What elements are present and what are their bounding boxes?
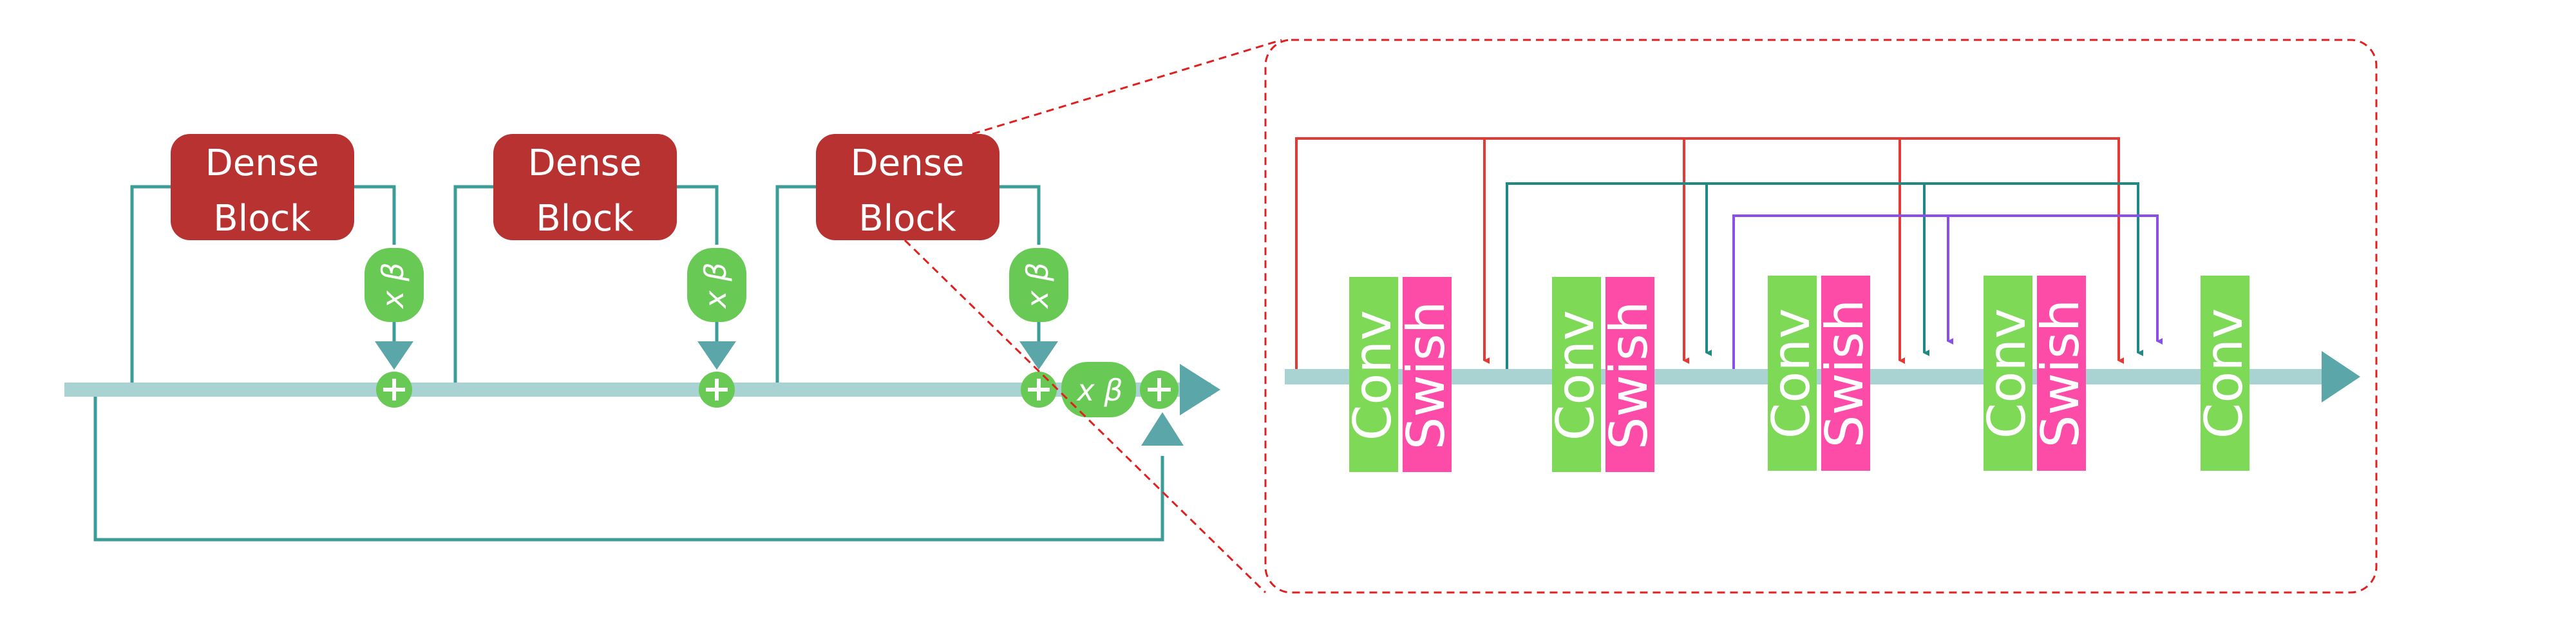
down-arrow-icon — [375, 341, 413, 370]
swish-block — [1821, 276, 1870, 471]
detail-output-arrow-icon — [2322, 351, 2360, 402]
swish-block — [2037, 276, 2086, 471]
conv-label: Conv — [1546, 310, 1605, 441]
conv-label: Conv — [1977, 308, 2037, 439]
beta-label: x β — [698, 262, 733, 309]
outer-chain: Dense Block Dense Block Dense Block x β … — [64, 134, 1220, 542]
beta-node-1: x β — [365, 248, 424, 322]
main-backbone — [64, 383, 1211, 397]
dense-block-label-line2: Block — [858, 198, 956, 240]
swish-block — [1605, 277, 1654, 472]
dense-link — [1506, 182, 2143, 369]
conv-block — [1552, 277, 1601, 472]
dense-block-label-line2: Block — [213, 198, 311, 240]
layer-3: Conv Swish — [1761, 276, 1875, 471]
dense-link — [1732, 214, 2163, 369]
zoom-line-top — [972, 39, 1282, 135]
conv-label: Conv — [1343, 310, 1403, 441]
final-beta-node: x β — [1061, 362, 1136, 417]
dense-links-red — [1295, 137, 2124, 369]
dense-block-3: Dense Block — [816, 134, 999, 240]
swish-label: Swish — [1396, 301, 1456, 450]
dense-links-teal — [1506, 182, 2143, 369]
dense-block-label-line1: Dense — [205, 142, 319, 184]
beta-label: x β — [375, 262, 410, 309]
dense-block-1: Dense Block — [171, 134, 354, 240]
zoom-box — [1264, 39, 2378, 594]
final-beta-label: x β — [1075, 373, 1122, 408]
beta-label: x β — [1020, 262, 1055, 309]
dense-block-2: Dense Block — [493, 134, 677, 240]
zoom-lines — [904, 39, 1282, 594]
swish-label: Swish — [2031, 299, 2090, 448]
dense-link — [1295, 137, 2124, 369]
conv-label: Conv — [1761, 308, 1821, 439]
dense-links-purple — [1732, 214, 2163, 369]
down-arrow-icon — [1019, 341, 1058, 370]
conv-label: Conv — [2194, 308, 2254, 439]
dense-block-label-line1: Dense — [851, 142, 965, 184]
output-arrow-icon — [1180, 364, 1220, 415]
beta-node-3: x β — [1009, 248, 1068, 322]
sum-node-icon — [699, 372, 735, 408]
layer-1: Conv Swish — [1343, 277, 1456, 472]
long-skip-connection — [93, 397, 1164, 542]
dense-block-detail: Conv Swish Conv Swish Conv Swish Conv Sw… — [1264, 39, 2378, 594]
sum-node-icon — [376, 372, 412, 408]
conv-block — [1984, 276, 2032, 471]
zoom-line-bottom — [904, 239, 1267, 594]
layer-4: Conv Swish — [1977, 276, 2090, 471]
beta-node-2: x β — [687, 248, 746, 322]
layer-5: Conv — [2194, 276, 2254, 471]
layer-2: Conv Swish — [1546, 277, 1659, 472]
down-arrow-icon — [697, 341, 736, 370]
swish-block — [1403, 277, 1452, 472]
swish-label: Swish — [1815, 299, 1875, 448]
dense-block-label-line1: Dense — [528, 142, 642, 184]
sum-node-icon — [1140, 370, 1179, 409]
conv-block — [2201, 276, 2249, 471]
skip-arrow-icon — [1141, 412, 1184, 446]
conv-block — [1349, 277, 1398, 472]
conv-block — [1768, 276, 1817, 471]
dense-link — [1296, 137, 1689, 364]
sum-node-icon — [1021, 372, 1057, 408]
swish-label: Swish — [1599, 301, 1659, 450]
dense-block-label-line2: Block — [536, 198, 634, 240]
